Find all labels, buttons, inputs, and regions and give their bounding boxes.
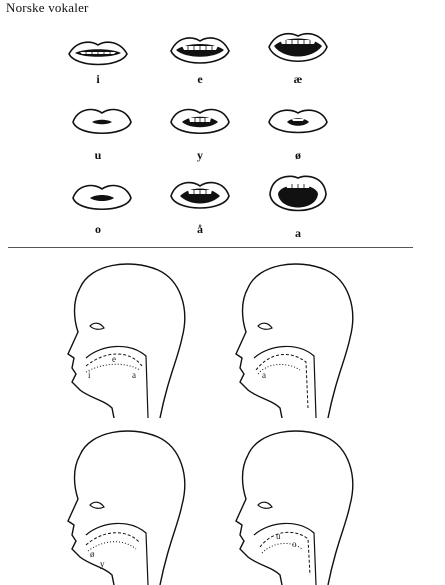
vowel-label-ae: æ	[293, 72, 303, 86]
head-profile-3: ø y	[50, 425, 200, 585]
mouth-aa	[168, 178, 232, 214]
tongue-label-a-2: a	[262, 370, 266, 380]
mouth-ae	[266, 30, 330, 66]
page-title: Norske vokaler	[6, 0, 89, 15]
tongue-label-a: a	[132, 370, 136, 380]
mouth-y	[168, 104, 232, 140]
vowel-label-o: o	[95, 222, 101, 236]
vowel-label-e: e	[197, 72, 203, 86]
mouth-oe	[266, 104, 330, 140]
tongue-label-o: o	[292, 539, 297, 549]
tongue-label-e: e	[112, 354, 116, 364]
section-divider	[8, 247, 413, 248]
tongue-label-y: y	[100, 559, 105, 569]
vowel-label-a: a	[295, 226, 301, 240]
mouth-a	[266, 172, 330, 220]
vowel-label-y: y	[197, 148, 203, 162]
tongue-label-oe: ø	[90, 549, 95, 559]
head-profile-4: u o	[218, 425, 368, 585]
vowel-label-aa: å	[197, 222, 203, 236]
tongue-label-u: u	[276, 531, 281, 541]
head-profile-1: i e a	[50, 258, 200, 418]
head-profile-2: a	[218, 258, 368, 418]
vowel-label-oe: ø	[295, 148, 301, 162]
vowel-label-i: i	[96, 72, 100, 86]
mouth-o	[70, 180, 134, 216]
mouth-u	[70, 104, 134, 140]
tongue-label-i: i	[88, 370, 91, 380]
mouth-i	[66, 36, 130, 72]
vowel-label-u: u	[94, 148, 102, 162]
mouth-e	[168, 33, 232, 69]
